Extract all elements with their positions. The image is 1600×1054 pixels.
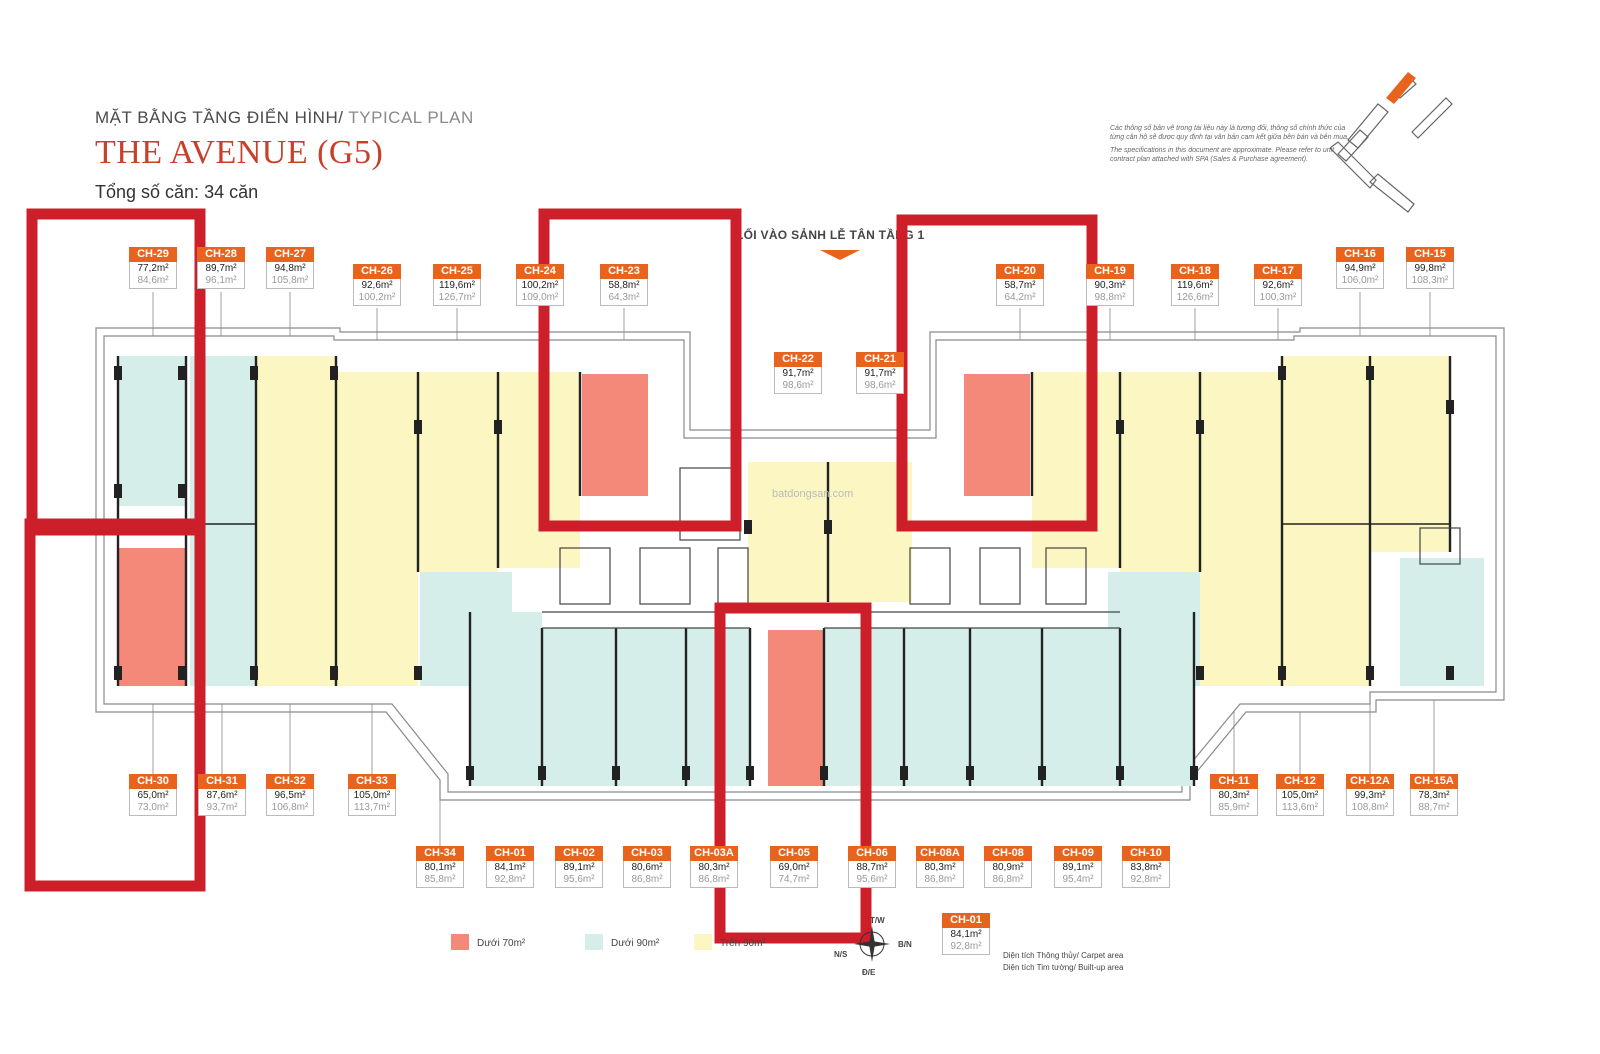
units-over-90 xyxy=(256,356,1450,686)
compass-south: Đ/E xyxy=(862,968,876,977)
plan-title: THE AVENUE (G5) xyxy=(95,134,384,171)
compass-icon xyxy=(854,926,890,962)
compass-west: N/S xyxy=(834,950,848,959)
site-keyplan-icon xyxy=(1330,72,1453,213)
entry-arrow-icon xyxy=(820,250,860,260)
units-under-70 xyxy=(118,374,1030,786)
unit-count: Tổng số căn: 34 căn xyxy=(95,182,259,202)
watermark: batdongsan.com xyxy=(772,488,854,500)
key-carpet-area: Diện tích Thông thủy/ Carpet area xyxy=(1003,951,1124,960)
plan-subtitle: MẶT BẰNG TẦNG ĐIỂN HÌNH/ TYPICAL PLAN xyxy=(95,108,474,128)
subtitle-en: TYPICAL PLAN xyxy=(343,108,474,127)
legend-label-under-90: Dưới 90m² xyxy=(611,938,660,949)
legend-label-over-90: Trên 90m² xyxy=(720,938,766,949)
disclaimer: Các thông số bản vẽ trong tài liệu này l… xyxy=(1110,124,1350,168)
disclaimer-vn: Các thông số bản vẽ trong tài liệu này l… xyxy=(1110,125,1349,141)
compass-east: B/N xyxy=(898,940,912,949)
key-builtup-area: Diện tích Tim tường/ Built-up area xyxy=(1003,963,1124,972)
entry-label: LỐI VÀO SẢNH LỄ TÂN TẦNG 1 xyxy=(736,228,925,242)
highlight-frames xyxy=(24,208,1098,944)
disclaimer-en: The specifications in this document are … xyxy=(1110,147,1335,163)
legend-label-under-70: Dưới 70m² xyxy=(477,938,526,949)
subtitle-vn: MẶT BẰNG TẦNG ĐIỂN HÌNH/ xyxy=(95,108,344,127)
legend-swatch-under-90 xyxy=(585,934,603,950)
compass-north: T/W xyxy=(870,916,885,925)
legend-swatch-over-90 xyxy=(694,934,712,950)
legend-swatch-under-70 xyxy=(451,934,469,950)
units-under-90 xyxy=(118,356,1484,786)
